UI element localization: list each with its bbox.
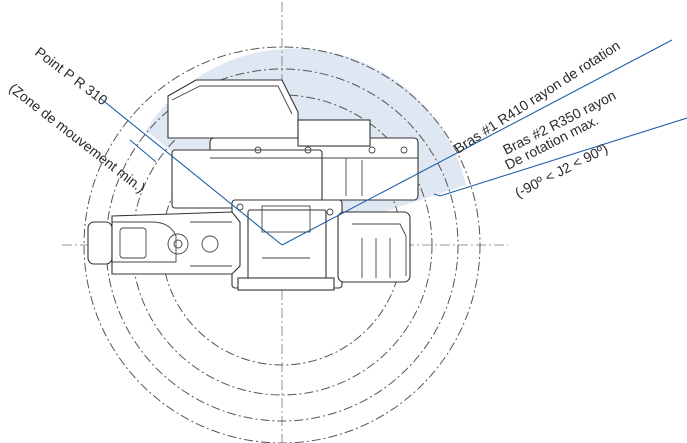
label-zone-min: (Zone de mouvement min.) [6,80,148,196]
leader-line-zone-min [129,139,157,163]
leader-line-bras1 [281,39,673,246]
leader-line-bras2 [439,117,687,197]
robot-base [231,199,343,291]
robot-arm-2-left [87,211,241,275]
label-point-p: Point P R 310 [32,44,111,109]
robot-cable-unit-right [337,211,411,283]
robot-arm-housing [167,79,419,209]
leader-line-point-p [99,97,283,246]
